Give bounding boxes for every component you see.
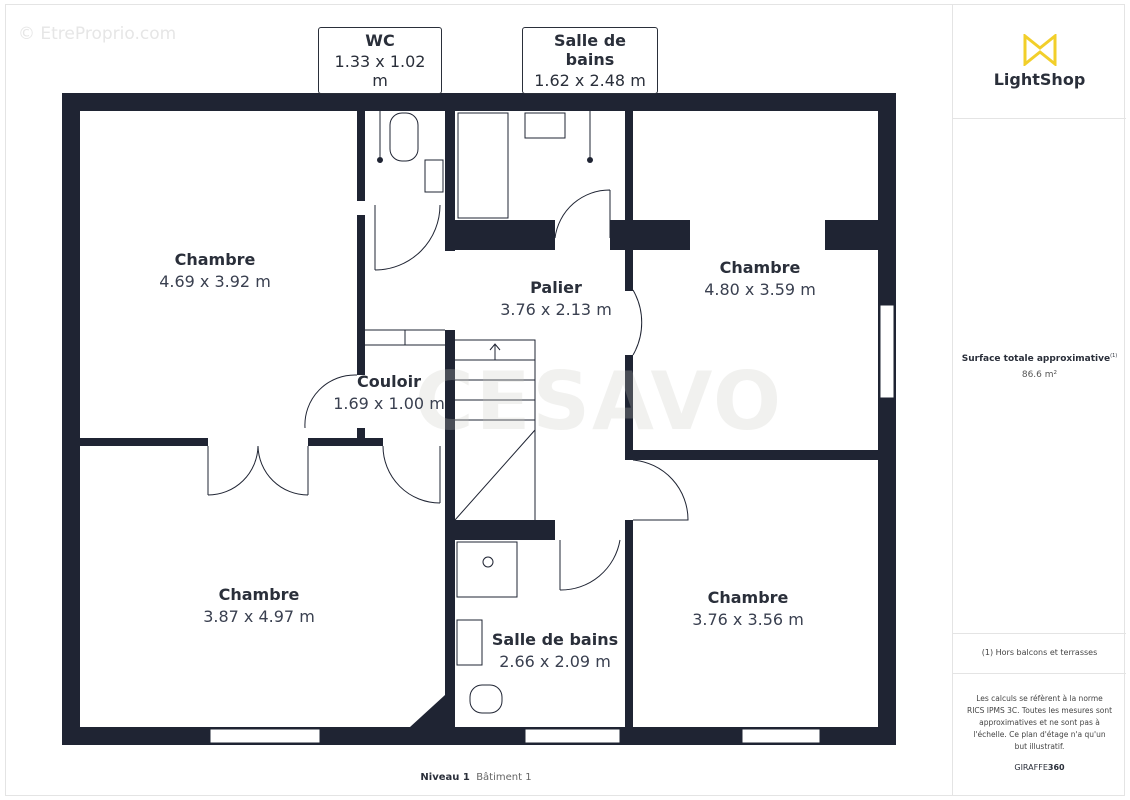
wall: [445, 220, 555, 250]
wall-corner: [410, 695, 445, 727]
room-dims: 4.80 x 3.59 m: [704, 280, 816, 299]
door-swing: [559, 539, 621, 591]
wall: [825, 220, 878, 250]
outer-wall-right: [878, 93, 896, 745]
room-dims: 3.76 x 3.56 m: [692, 610, 804, 629]
callout-dims: 1.62 x 2.48 m: [534, 71, 646, 90]
disclaimer-section: Les calculs se réfèrent à la norme RICS …: [953, 673, 1126, 795]
wall: [357, 215, 365, 375]
wall: [610, 220, 690, 250]
disclaimer: Les calculs se réfèrent à la norme RICS …: [967, 694, 1113, 751]
room-name: Chambre: [218, 585, 300, 604]
toilet: [389, 112, 419, 162]
surface-value: 86.6 m²: [1021, 370, 1058, 380]
shower: [456, 541, 518, 598]
door-swing: [382, 445, 441, 504]
window: [209, 728, 321, 744]
callout-salle-de-bains: Salle de bains 1.62 x 2.48 m: [522, 27, 658, 94]
bathtub: [457, 112, 509, 219]
door-swing: [374, 204, 441, 271]
room-name: Chambre: [707, 588, 789, 607]
watermark: © EtreProprio.com: [18, 24, 177, 44]
toilet: [469, 684, 503, 714]
room-name: Salle de bains: [491, 630, 619, 649]
credit-b: 360: [1047, 763, 1065, 772]
door-swing: [207, 445, 309, 496]
page-frame: [5, 4, 1125, 796]
room-chambre-1: Chambre 4.69 x 3.92 m: [159, 250, 271, 291]
surface-label: Surface totale approximative(1): [953, 353, 1126, 364]
lightshop-logo-icon: [1023, 32, 1056, 68]
brand-section: LightShop: [953, 4, 1126, 119]
credit: GIRAFFE360: [953, 763, 1126, 772]
callout-dot: [377, 157, 383, 163]
window: [879, 304, 895, 399]
surface-footnote-mark: (1): [1110, 353, 1118, 359]
wall: [445, 111, 455, 251]
fixtures: [207, 80, 689, 714]
room-name: Palier: [530, 278, 582, 297]
wall: [455, 520, 555, 540]
door-swing: [632, 289, 643, 356]
wall: [80, 438, 208, 446]
room-palier: Palier 3.76 x 2.13 m: [500, 278, 612, 319]
outer-wall-top: [62, 93, 896, 111]
stairs: [454, 339, 536, 521]
level-label: Niveau 1: [420, 772, 470, 783]
room-dims: 4.69 x 3.92 m: [159, 272, 271, 291]
window: [524, 728, 621, 744]
callout-name: WC: [365, 31, 395, 50]
surface-label-text: Surface totale approximative: [961, 354, 1111, 364]
drain: [482, 556, 494, 568]
callout-name: Salle de bains: [553, 31, 626, 69]
brand-name: LightShop: [993, 70, 1086, 89]
outer-wall-left: [62, 93, 80, 745]
window: [741, 728, 821, 744]
room-name: Couloir: [357, 372, 421, 391]
wall: [445, 330, 455, 730]
callout-dot: [587, 157, 593, 163]
room-name: Chambre: [719, 258, 801, 277]
sink: [456, 619, 483, 666]
credit-a: GIRAFFE: [1014, 763, 1048, 772]
room-chambre-2: Chambre 4.80 x 3.59 m: [704, 258, 816, 299]
stairs-landing: [365, 329, 445, 346]
room-chambre-4: Chambre 3.76 x 3.56 m: [692, 588, 804, 629]
wall: [625, 355, 633, 460]
room-dims: 3.76 x 2.13 m: [500, 300, 612, 319]
sink: [524, 112, 566, 139]
summary-section: Surface totale approximative(1) 86.6 m²: [953, 118, 1126, 634]
door-swing: [304, 374, 358, 429]
sink: [424, 159, 444, 193]
callout-dims: 1.33 x 1.02 m: [334, 52, 426, 90]
room-name: Chambre: [174, 250, 256, 269]
building-label: Bâtiment 1: [476, 772, 532, 783]
windows: [209, 304, 895, 744]
side-panel: LightShop Surface totale approximative(1…: [952, 4, 1126, 796]
room-couloir: Couloir 1.69 x 1.00 m: [333, 372, 445, 413]
room-dims: 1.69 x 1.00 m: [333, 394, 445, 413]
callout-wc: WC 1.33 x 1.02 m: [318, 27, 442, 94]
wall: [625, 520, 633, 730]
wall: [625, 111, 633, 291]
center-watermark: CESAVO: [415, 355, 783, 448]
wall: [625, 450, 878, 460]
room-dims: 2.66 x 2.09 m: [499, 652, 611, 671]
room-chambre-3: Chambre 3.87 x 4.97 m: [203, 585, 315, 626]
room-salle-de-bains: Salle de bains 2.66 x 2.09 m: [492, 630, 618, 671]
wall: [357, 428, 365, 446]
wall: [357, 111, 365, 201]
floor-plan: [62, 80, 896, 745]
room-dims: 3.87 x 4.97 m: [203, 607, 315, 626]
wall: [308, 438, 383, 446]
door-swing: [632, 459, 689, 521]
door-swing: [554, 189, 611, 239]
footnote: (1) Hors balcons et terrasses: [953, 633, 1126, 674]
footer: Niveau 1 Bâtiment 1: [0, 772, 952, 783]
